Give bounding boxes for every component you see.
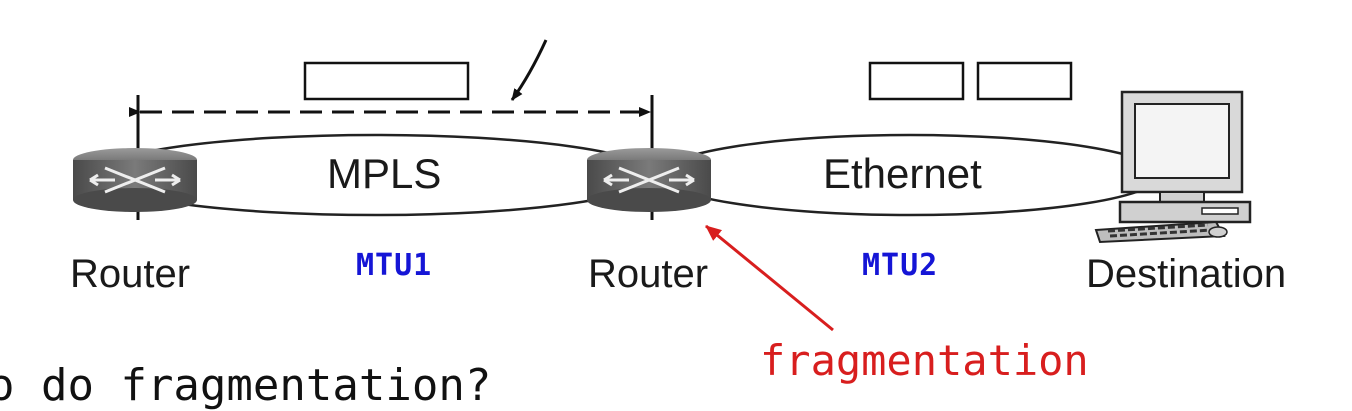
question-text: o do fragmentation? bbox=[0, 360, 492, 411]
fragment-box-1 bbox=[868, 61, 965, 101]
fragment-box-2 bbox=[976, 61, 1073, 101]
router-left-label: Router bbox=[70, 252, 191, 296]
fragmentation-arrow bbox=[705, 224, 834, 332]
network-diagram bbox=[73, 39, 1252, 332]
packet-box-large bbox=[303, 61, 470, 101]
desktop-computer-icon bbox=[1094, 90, 1252, 244]
pointer-arrow bbox=[510, 39, 548, 101]
router-icon bbox=[587, 148, 711, 212]
ethernet-network-label: Ethernet bbox=[823, 150, 982, 197]
mpls-network-label: MPLS bbox=[327, 150, 442, 197]
mtu1-label: MTU1 bbox=[356, 248, 433, 283]
destination-label: Destination bbox=[1086, 252, 1287, 296]
mtu2-label: MTU2 bbox=[862, 248, 939, 283]
fragmentation-label: fragmentation bbox=[760, 336, 1089, 385]
router-icon bbox=[73, 148, 197, 212]
router-middle-label: Router bbox=[588, 252, 709, 296]
